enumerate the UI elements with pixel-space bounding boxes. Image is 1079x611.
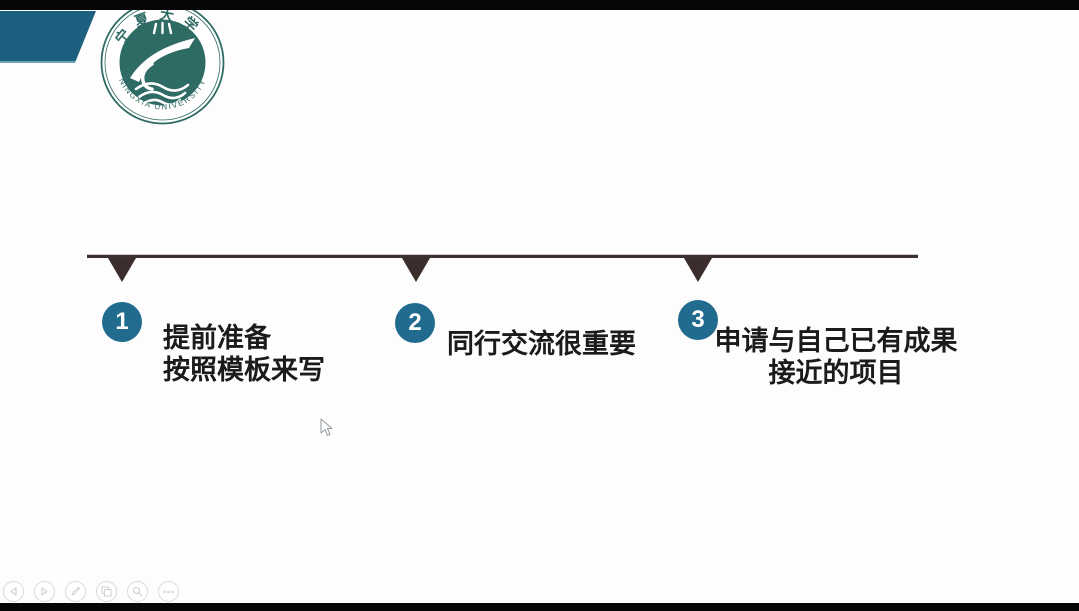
left-arrow-icon: [10, 587, 17, 596]
timeline-line: [87, 254, 918, 258]
timeline-marker-1: [108, 258, 136, 282]
step-3-line-1: 申请与自己已有成果: [714, 326, 958, 356]
ellipsis-icon: [163, 590, 174, 593]
slide-panel-button[interactable]: [96, 581, 117, 602]
step-number-2: 2: [408, 309, 422, 336]
pen-icon: [71, 587, 80, 596]
step-text-3: 申请与自己已有成果 接近的项目: [710, 325, 962, 389]
timeline-marker-2: [402, 258, 430, 282]
step-1-line-1: 提前准备: [163, 323, 271, 353]
zoom-button[interactable]: [127, 581, 148, 602]
slides-icon: [101, 586, 112, 597]
step-number-1: 1: [115, 308, 129, 335]
step-number-3: 3: [691, 306, 705, 333]
step-number-badge-1: 1: [102, 302, 142, 342]
step-number-badge-3: 3: [678, 300, 718, 340]
step-2-line-1: 同行交流很重要: [447, 329, 636, 359]
step-3-line-2: 接近的项目: [768, 358, 904, 388]
timeline-marker-3: [684, 258, 712, 282]
letterbox-top-bar: [0, 0, 1079, 10]
magnifier-icon: [133, 587, 143, 597]
mouse-cursor-icon: [320, 418, 333, 437]
right-arrow-icon: [41, 587, 48, 596]
letterbox-bottom-bar: [0, 603, 1079, 611]
step-text-2: 同行交流很重要: [447, 328, 636, 360]
corner-accent-shape: [0, 11, 96, 63]
step-number-badge-2: 2: [395, 303, 435, 343]
logo-emblem: [130, 21, 195, 106]
step-1-line-2: 按照模板来写: [163, 355, 325, 385]
slideshow-toolbar: [3, 581, 179, 602]
more-options-button[interactable]: [158, 581, 179, 602]
university-logo-icon: 宁夏大学 NINGXIA UNIVERSITY: [100, 0, 225, 125]
pen-tool-button[interactable]: [65, 581, 86, 602]
next-slide-button[interactable]: [34, 581, 55, 602]
previous-slide-button[interactable]: [3, 581, 24, 602]
step-text-1: 提前准备 按照模板来写: [163, 322, 325, 386]
